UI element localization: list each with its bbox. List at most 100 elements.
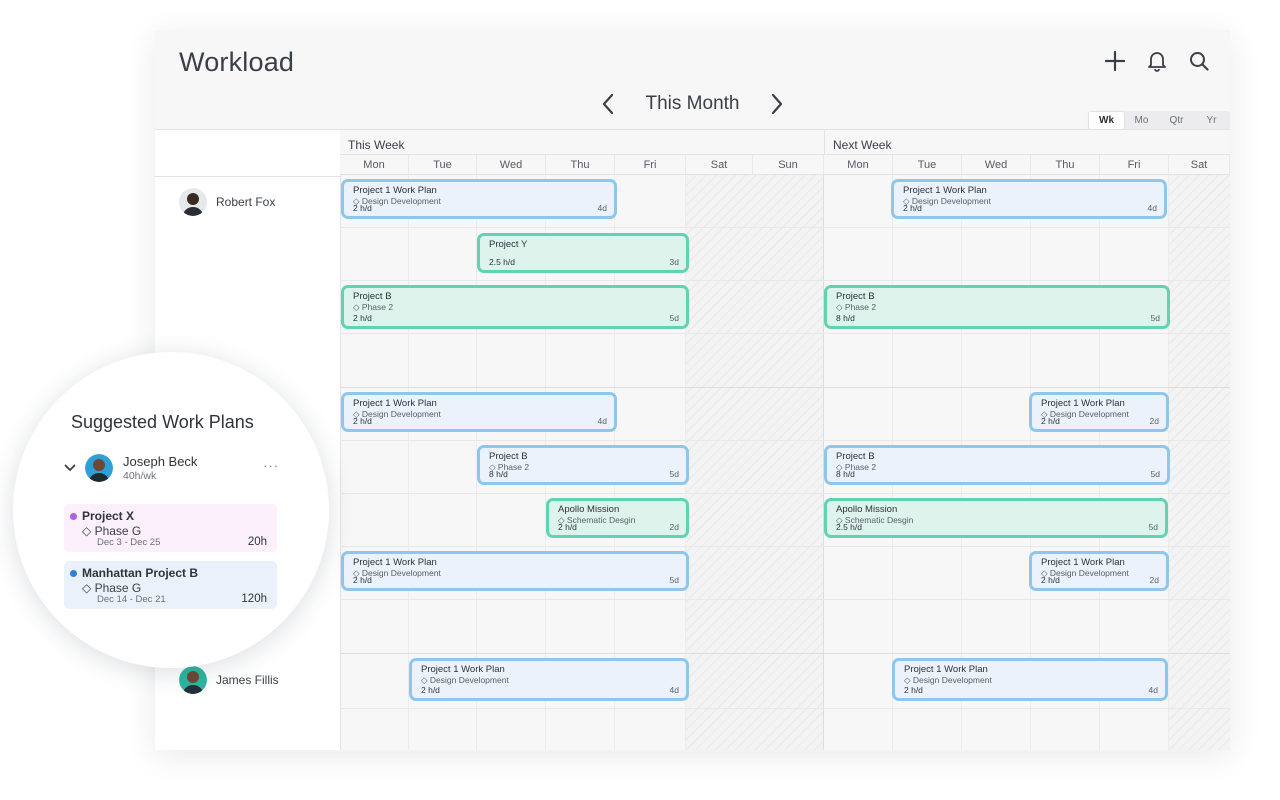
week-header-next: Next Week	[824, 129, 1230, 155]
bar-hours: 8 h/d	[489, 469, 508, 479]
row-divider	[340, 708, 1230, 709]
bar-title: Project B	[836, 451, 875, 462]
bar-title: Apollo Mission	[558, 504, 620, 515]
bar-duration: 4d	[1147, 203, 1157, 213]
work-plan-bar[interactable]: Project 1 Work Plan ◇ Design Development…	[891, 179, 1167, 219]
scale-week[interactable]: Wk	[1089, 112, 1124, 129]
bar-hours: 2 h/d	[353, 416, 372, 426]
suggested-title: Suggested Work Plans	[71, 412, 254, 432]
day-header: Fri	[1100, 155, 1169, 175]
work-plan-bar[interactable]: Project 1 Work Plan ◇ Design Development…	[1029, 551, 1169, 591]
more-options-icon[interactable]: ···	[263, 458, 279, 473]
chevron-right-icon[interactable]	[767, 90, 787, 118]
scale-quarter[interactable]: Qtr	[1169, 115, 1184, 126]
suggested-plan-card[interactable]: Manhattan Project B ◇ Phase G Dec 14 - D…	[64, 561, 277, 609]
bar-duration: 4d	[597, 203, 607, 213]
bar-title: Project 1 Work Plan	[1041, 557, 1125, 568]
work-plan-bar[interactable]: Project B ◇ Phase 2 2 h/d 5d	[341, 285, 689, 329]
avatar	[85, 454, 113, 482]
work-plan-bar[interactable]: Project B ◇ Phase 2 8 h/d 5d	[824, 445, 1170, 485]
page-title: Workload	[179, 47, 295, 77]
people-column-header	[155, 129, 340, 177]
avatar	[179, 188, 207, 216]
bar-subtitle: ◇ Design Development	[1041, 568, 1129, 578]
bar-title: Apollo Mission	[836, 504, 898, 515]
day-column	[340, 175, 409, 750]
bar-duration: 5d	[1148, 522, 1158, 532]
search-icon[interactable]	[1188, 48, 1210, 74]
bar-subtitle: ◇ Design Development	[1041, 409, 1129, 419]
bar-duration: 5d	[1150, 313, 1160, 323]
plan-title: Manhattan Project B	[82, 566, 199, 580]
scale-year[interactable]: Yr	[1206, 115, 1217, 126]
person-name: James Fillis	[216, 673, 279, 687]
row-divider	[340, 493, 1230, 494]
day-header: Mon	[824, 155, 893, 175]
bar-duration: 5d	[669, 313, 679, 323]
bar-subtitle: ◇ Phase 2	[836, 302, 877, 312]
work-plan-bar[interactable]: Project B ◇ Phase 2 8 h/d 5d	[477, 445, 689, 485]
suggested-person: Joseph Beck 40h/wk	[63, 454, 197, 482]
period-navigator: This Month	[155, 90, 1230, 118]
workload-panel: Workload This Month Wk Mo Qtr Yr	[155, 30, 1230, 750]
bar-duration: 3d	[669, 257, 679, 267]
bar-subtitle: ◇ Design Development	[903, 196, 991, 206]
bar-title: Project 1 Work Plan	[353, 557, 437, 568]
day-header: Wed	[477, 155, 546, 175]
work-plan-bar[interactable]: Project 1 Work Plan ◇ Design Development…	[892, 658, 1168, 701]
bar-title: Project B	[489, 451, 528, 462]
work-plan-bar[interactable]: Apollo Mission ◇ Schematic Desgin 2 h/d …	[546, 498, 689, 538]
plan-hours: 20h	[247, 536, 267, 548]
avatar	[179, 666, 207, 694]
workload-grid: Robert Fox James Fillis This Week Next W…	[155, 129, 1230, 750]
person-name: Joseph Beck	[123, 454, 198, 469]
work-plan-bar[interactable]: Project 1 Work Plan ◇ Design Development…	[341, 392, 617, 432]
bar-duration: 5d	[1150, 469, 1160, 479]
row-divider	[340, 227, 1230, 228]
work-plan-bar[interactable]: Project 1 Work Plan ◇ Design Development…	[341, 179, 617, 219]
bar-duration: 2d	[669, 522, 679, 532]
bar-subtitle: ◇ Design Development	[421, 675, 509, 685]
week-header-this: This Week	[340, 129, 824, 155]
bar-hours: 2.5 h/d	[836, 522, 862, 532]
chevron-down-icon[interactable]	[63, 464, 77, 472]
bar-subtitle: ◇ Phase 2	[489, 462, 530, 472]
plan-phase: ◇ Phase G	[82, 581, 142, 595]
plus-icon[interactable]	[1104, 48, 1126, 74]
bar-title: Project B	[353, 291, 392, 302]
bar-hours: 8 h/d	[836, 313, 855, 323]
bar-subtitle: ◇ Design Development	[353, 568, 441, 578]
work-plan-bar[interactable]: Project 1 Work Plan ◇ Design Development…	[341, 551, 689, 591]
plan-phase: ◇ Phase G	[82, 524, 142, 538]
chevron-left-icon[interactable]	[598, 90, 618, 118]
weekend-column	[1169, 175, 1230, 750]
work-plan-bar[interactable]: Project B ◇ Phase 2 8 h/d 5d	[824, 285, 1170, 329]
work-plan-bar[interactable]: Project 1 Work Plan ◇ Design Development…	[1029, 392, 1169, 432]
day-header: Sat	[686, 155, 753, 175]
day-header: Sun	[753, 155, 824, 175]
plan-hours: 120h	[241, 593, 267, 605]
bar-title: Project 1 Work Plan	[421, 664, 505, 675]
bar-hours: 2 h/d	[904, 685, 923, 695]
day-header: Fri	[615, 155, 686, 175]
day-header: Thu	[546, 155, 615, 175]
row-divider	[340, 546, 1230, 547]
period-label: This Month	[645, 93, 740, 114]
work-plan-bar[interactable]: Project 1 Work Plan ◇ Design Development…	[409, 658, 689, 701]
bar-hours: 2 h/d	[353, 575, 372, 585]
bell-icon[interactable]	[1146, 48, 1168, 74]
bar-duration: 5d	[669, 575, 679, 585]
work-plan-bar[interactable]: Project Y 2.5 h/d 3d	[477, 233, 689, 273]
person-row[interactable]: Robert Fox	[179, 188, 275, 216]
suggested-work-plans-panel: Suggested Work Plans Joseph Beck 40h/wk …	[13, 352, 329, 668]
bar-duration: 5d	[669, 469, 679, 479]
person-row[interactable]: James Fillis	[179, 666, 279, 694]
suggested-plan-card[interactable]: Project X ◇ Phase G Dec 3 - Dec 25 20h	[64, 504, 277, 552]
row-divider	[340, 599, 1230, 600]
bar-hours: 2.5 h/d	[489, 257, 515, 267]
row-divider	[340, 280, 1230, 281]
day-header: Wed	[962, 155, 1031, 175]
scale-month[interactable]: Mo	[1134, 115, 1149, 126]
bar-title: Project 1 Work Plan	[904, 664, 988, 675]
work-plan-bar[interactable]: Apollo Mission ◇ Schematic Desgin 2.5 h/…	[824, 498, 1168, 538]
